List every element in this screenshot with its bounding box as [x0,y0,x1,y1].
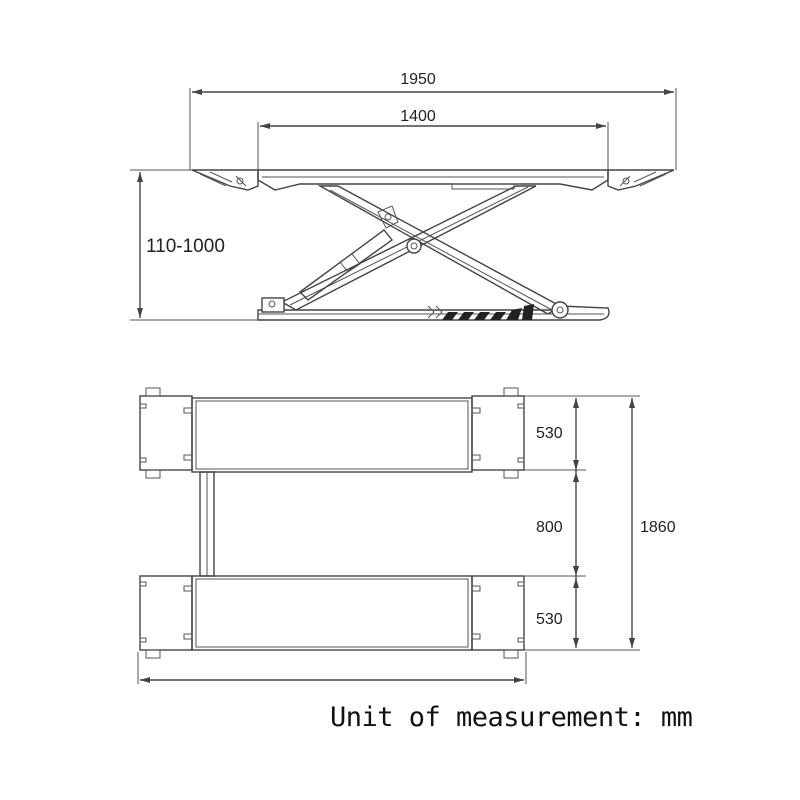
depth-dimensions: 530 800 530 1860 [524,395,676,651]
platform-depth-bottom-label: 530 [536,611,563,628]
lift-base-side [257,297,610,321]
platform-depth-top-label: 530 [536,425,563,442]
cross-beam [199,471,215,577]
side-view: 1950 1400 110-1000 [130,71,677,321]
overall-width-dimension: 1950 [189,71,677,170]
bottom-platform [139,575,525,659]
top-platform [139,387,525,479]
hazard-stripes [442,304,534,320]
right-extension-ramp [607,169,675,191]
height-range-label: 110-1000 [146,236,225,257]
overall-width-label: 1950 [400,71,436,88]
overall-depth-label: 1860 [640,519,676,536]
gap-label: 800 [536,519,563,536]
platform-width-dimension: 1400 [257,108,609,176]
top-view-width-dimension [137,652,527,684]
scissor-arms [280,185,562,315]
base-roller [551,301,569,319]
left-extension-ramp [191,169,259,191]
platform-width-label: 1400 [400,108,436,125]
unit-note: Unit of measurement: mm [330,702,693,733]
lift-platform-side [257,169,609,191]
top-view: 530 800 530 1860 [137,387,676,684]
height-range-dimension: 110-1000 [130,169,260,321]
center-pivot [406,238,422,254]
